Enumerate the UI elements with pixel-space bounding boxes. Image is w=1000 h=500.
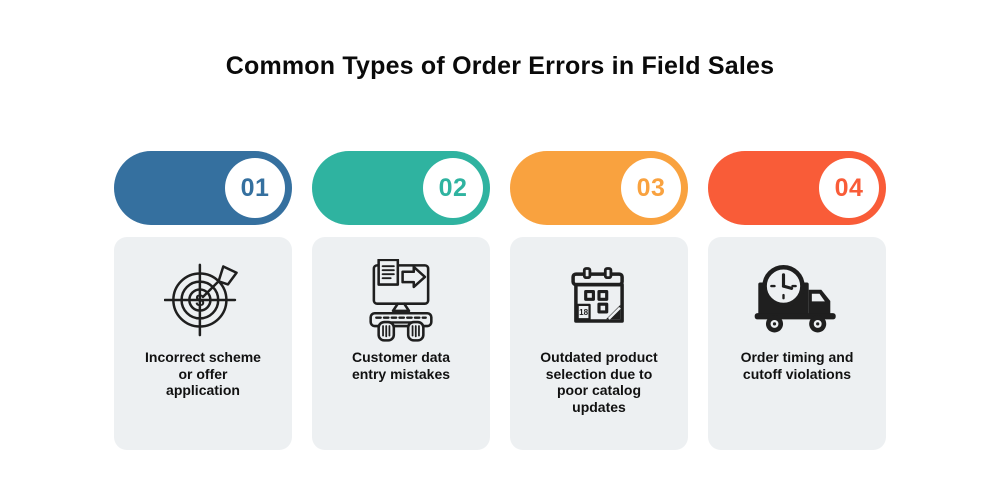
step-card-2: Customer data entry mistakes <box>312 237 490 450</box>
data-entry-computer-icon <box>361 253 441 347</box>
step-label-1: Incorrect scheme or offer application <box>145 349 261 398</box>
step-card-4: Order timing and cutoff violations <box>708 237 886 450</box>
step-number-circle-4: 04 <box>819 158 879 218</box>
step-number-4: 04 <box>834 173 864 202</box>
step-label-2: Customer data entry mistakes <box>351 349 451 382</box>
page-title: Common Types of Order Errors in Field Sa… <box>225 52 775 80</box>
step-pill-3: 03 <box>510 151 688 225</box>
step-number-3: 03 <box>636 173 666 202</box>
step-number-circle-2: 02 <box>423 158 483 218</box>
step-label-3: Outdated product selection due to poor c… <box>540 349 658 415</box>
steps-row: 01 $ <box>0 151 1000 450</box>
delivery-truck-clock-icon <box>752 253 842 347</box>
step-number-1: 01 <box>240 173 270 202</box>
step-column-2: 02 <box>312 151 490 450</box>
step-label-4: Order timing and cutoff violations <box>740 349 854 382</box>
calendar-icon: 18 <box>564 253 634 347</box>
step-column-4: 04 <box>708 151 886 450</box>
step-pill-1: 01 <box>114 151 292 225</box>
svg-text:$: $ <box>195 292 204 310</box>
step-pill-4: 04 <box>708 151 886 225</box>
svg-text:18: 18 <box>579 308 588 317</box>
target-dollar-arrow-icon: $ <box>164 253 242 347</box>
step-number-circle-1: 01 <box>225 158 285 218</box>
step-number-circle-3: 03 <box>621 158 681 218</box>
step-number-2: 02 <box>438 173 468 202</box>
step-column-1: 01 $ <box>114 151 292 450</box>
step-pill-2: 02 <box>312 151 490 225</box>
step-column-3: 03 <box>510 151 688 450</box>
step-card-3: 18 Outdated product selection due to poo… <box>510 237 688 450</box>
step-card-1: $ Incorrect scheme or offer application <box>114 237 292 450</box>
